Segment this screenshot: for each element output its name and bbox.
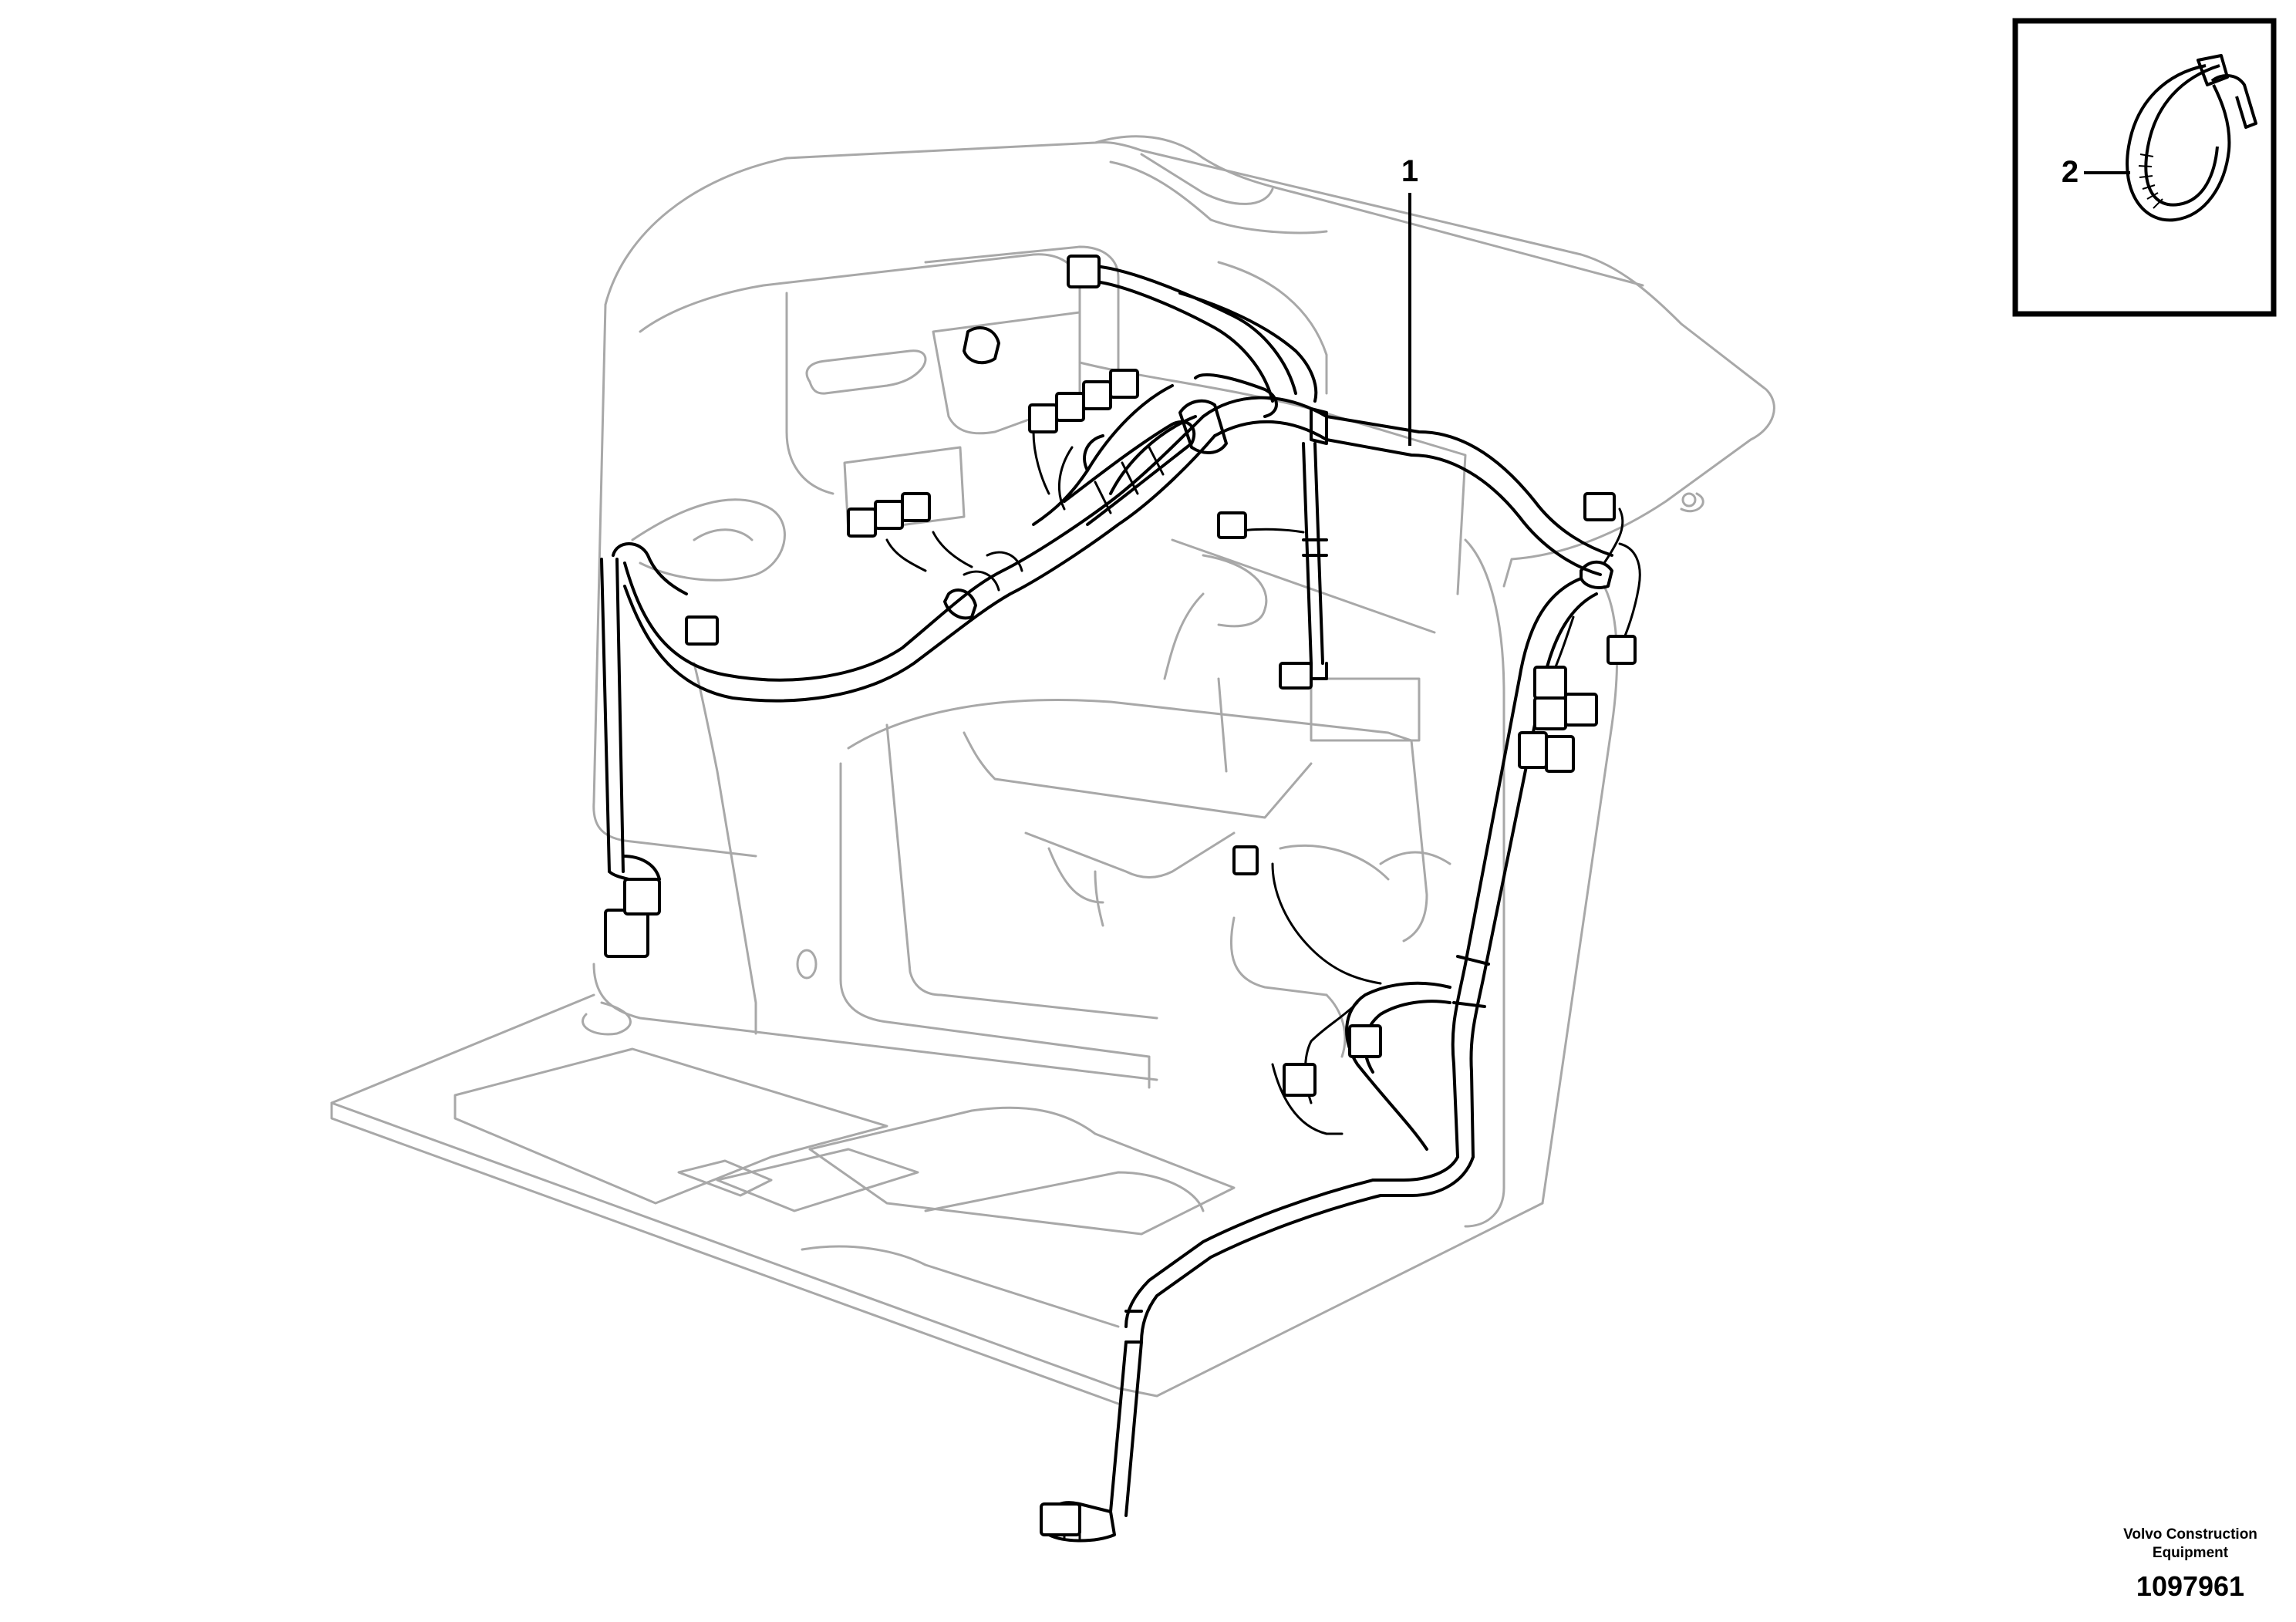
drawing-number: 1097961: [2136, 1570, 2245, 1602]
detail-inset: 2: [2012, 18, 2277, 317]
cable-tie-icon: [2126, 54, 2257, 222]
cable-harness: [600, 265, 1641, 1543]
manufacturer-line-1: Volvo Construction: [2123, 1526, 2257, 1543]
cab-outline: [330, 135, 1775, 1405]
manufacturer-line-2: Equipment: [2152, 1545, 2229, 1561]
manufacturer-name: Volvo Construction Equipment: [2082, 1526, 2296, 1563]
part-number-1: 1: [1401, 154, 1418, 188]
connectors: [604, 255, 1637, 1536]
part-callout-1: 1: [1401, 154, 1418, 446]
part-number-2: 2: [2062, 155, 2079, 189]
